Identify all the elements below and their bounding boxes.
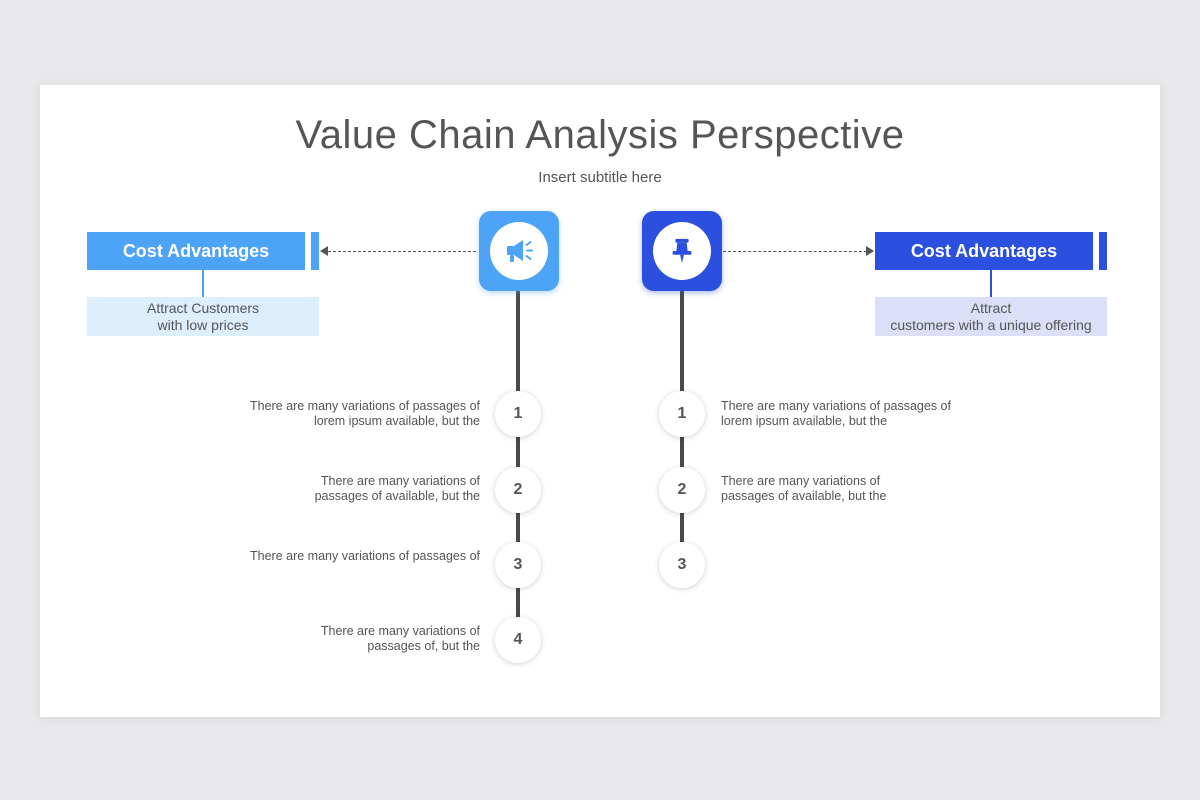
- left-step-4-text: There are many variations of passages of…: [320, 624, 480, 653]
- right-description-box: Attract customers with a unique offering: [875, 297, 1107, 336]
- right-icon-tile: [642, 211, 722, 291]
- right-heading-cap: [1099, 232, 1107, 270]
- right-arrow-head: [866, 246, 874, 256]
- megaphone-icon: [507, 240, 533, 262]
- right-step-2: 2: [659, 467, 705, 513]
- right-step-1-text: There are many variations of passages of…: [721, 399, 951, 428]
- left-dashed-arrow: [328, 251, 476, 252]
- slide: Value Chain Analysis Perspective Insert …: [40, 85, 1160, 717]
- right-step-1: 1: [659, 391, 705, 437]
- left-description-line2: with low prices: [157, 316, 249, 333]
- right-connector: [990, 270, 992, 297]
- pushpin-icon: [672, 238, 692, 264]
- right-description-line1: Attract: [970, 299, 1012, 316]
- left-connector: [202, 270, 204, 297]
- left-heading-box: Cost Advantages: [87, 232, 305, 270]
- left-timeline-stem: [516, 291, 520, 639]
- right-heading-box: Cost Advantages: [875, 232, 1093, 270]
- left-step-1-text: There are many variations of passages of…: [250, 399, 480, 428]
- left-step-2: 2: [495, 467, 541, 513]
- left-step-3-text: There are many variations of passages of: [250, 549, 480, 563]
- left-step-4: 4: [495, 617, 541, 663]
- page-subtitle: Insert subtitle here: [538, 169, 662, 186]
- left-description-box: Attract Customers with low prices: [87, 297, 319, 336]
- left-heading-cap: [311, 232, 319, 270]
- left-arrow-head: [320, 246, 328, 256]
- left-step-3: 3: [495, 542, 541, 588]
- left-step-1: 1: [495, 391, 541, 437]
- right-step-3: 3: [659, 542, 705, 588]
- left-step-2-text: There are many variations of passages of…: [314, 474, 480, 503]
- right-dashed-arrow: [723, 251, 867, 252]
- left-description-line1: Attract Customers: [146, 299, 260, 316]
- page-title: Value Chain Analysis Perspective: [295, 113, 905, 157]
- right-step-2-text: There are many variations of passages of…: [721, 474, 887, 503]
- right-description-line2: customers with a unique offering: [890, 316, 1092, 333]
- left-icon-tile: [479, 211, 559, 291]
